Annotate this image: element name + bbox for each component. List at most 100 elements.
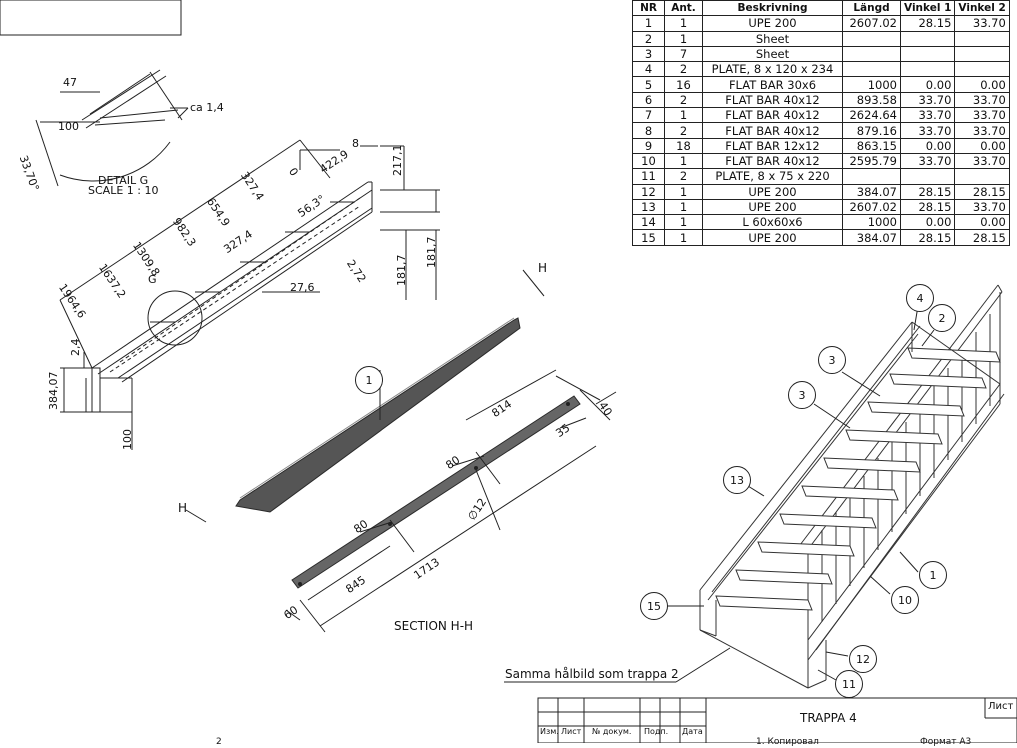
- iso-leader-lines: [504, 305, 935, 683]
- bom-cell-qty: 1: [664, 198, 703, 216]
- footer-copied: 1. Копировал: [756, 737, 819, 747]
- bom-cell-description: UPE 200: [702, 15, 843, 32]
- bom-header-angle1: Vinkel 1: [899, 0, 956, 17]
- iso-balloon-13: 13: [723, 466, 751, 494]
- detail-g-title: DETAIL G: [98, 174, 149, 187]
- bom-cell-qty: 2: [664, 122, 703, 139]
- iso-balloon-12: 12: [849, 645, 877, 673]
- bom-cell-length: 1000: [842, 214, 901, 231]
- bom-cell-angle1: [899, 30, 956, 47]
- bom-cell-nr: 13: [632, 198, 665, 216]
- bom-cell-qty: 1: [664, 229, 703, 246]
- section-dimension-lines: [285, 369, 617, 633]
- iso-balloon-3a: 3: [818, 346, 846, 374]
- bom-cell-angle1: 0.00: [899, 137, 956, 154]
- iso-balloon-15: 15: [640, 592, 668, 620]
- bom-cell-description: Sheet: [702, 45, 843, 63]
- detail-g-dim-100: 100: [58, 120, 79, 133]
- side-dim-1817a: 181,7: [395, 254, 408, 287]
- side-dim-8: 8: [352, 137, 359, 150]
- bom-cell-angle2: 33.70: [954, 122, 1010, 139]
- side-dim-1817b: 181,7: [425, 236, 438, 269]
- bom-cell-angle2: 0.00: [954, 76, 1010, 93]
- bom-cell-angle1: [899, 45, 956, 63]
- section-title: SECTION H-H: [394, 619, 474, 633]
- bom-cell-length: 879.16: [842, 122, 901, 139]
- bom-cell-angle1: [899, 61, 956, 78]
- bom-cell-qty: 1: [664, 30, 703, 47]
- bom-cell-length: 2607.02: [842, 15, 901, 32]
- bom-cell-nr: 9: [632, 137, 665, 154]
- bom-cell-angle2: 0.00: [954, 214, 1010, 231]
- detail-g-view: [35, 69, 189, 187]
- bom-cell-angle2: [954, 30, 1010, 47]
- bom-cell-qty: 2: [664, 91, 703, 109]
- bom-cell-qty: 2: [664, 168, 703, 185]
- bom-cell-description: UPE 200: [702, 229, 843, 246]
- iso-note: Samma hålbild som trappa 2: [505, 667, 679, 681]
- tb-header-doc: № докум.: [592, 727, 632, 736]
- side-elevation-view: [59, 139, 440, 450]
- bom-cell-nr: 10: [632, 152, 665, 170]
- iso-balloon-2: 2: [928, 304, 956, 332]
- bom-cell-description: UPE 200: [702, 183, 843, 200]
- bom-cell-nr: 1: [632, 15, 665, 32]
- section-balloon-1: 1: [355, 366, 383, 394]
- bom-cell-qty: 7: [664, 45, 703, 63]
- side-dim-276: 27,6: [290, 281, 315, 294]
- bom-cell-angle1: 33.70: [899, 152, 956, 170]
- bom-cell-angle2: [954, 61, 1010, 78]
- bom-cell-angle1: 33.70: [899, 91, 956, 109]
- bom-cell-angle1: [899, 168, 956, 185]
- bom-cell-angle1: 28.15: [899, 183, 956, 200]
- bom-cell-angle1: 33.70: [899, 107, 956, 124]
- bom-cell-description: PLATE, 8 x 120 x 234: [702, 61, 843, 78]
- footer-format: Формат A3: [920, 737, 972, 747]
- bom-cell-length: 2624.64: [842, 107, 901, 124]
- bom-cell-angle2: 28.15: [954, 229, 1010, 246]
- bom-cell-nr: 7: [632, 107, 665, 124]
- tb-header-date: Дата: [682, 727, 703, 736]
- detail-g-callout: G: [148, 273, 157, 286]
- side-dim-217: 217,1: [391, 144, 404, 177]
- bom-cell-description: Sheet: [702, 30, 843, 47]
- drawing-title: TRAPPA 4: [800, 711, 857, 725]
- iso-balloon-3b: 3: [788, 381, 816, 409]
- bom-header-description: Beskrivning: [702, 0, 843, 17]
- bom-cell-length: 2607.02: [842, 198, 901, 216]
- isometric-stair-view: [699, 284, 1005, 689]
- bom-cell-qty: 18: [664, 137, 703, 154]
- side-dim-38407: 384,07: [47, 371, 60, 411]
- bom-cell-description: FLAT BAR 40x12: [702, 107, 843, 124]
- bom-cell-angle2: [954, 168, 1010, 185]
- bom-cell-nr: 12: [632, 183, 665, 200]
- bom-cell-angle1: 0.00: [899, 76, 956, 93]
- bom-cell-description: FLAT BAR 12x12: [702, 137, 843, 154]
- iso-balloon-10: 10: [891, 586, 919, 614]
- detail-g-scale: SCALE 1 : 10: [88, 184, 159, 197]
- bom-cell-qty: 1: [664, 183, 703, 200]
- bom-cell-angle1: 33.70: [899, 122, 956, 139]
- bom-cell-description: FLAT BAR 40x12: [702, 152, 843, 170]
- bom-cell-length: [842, 168, 901, 185]
- bom-cell-nr: 8: [632, 122, 665, 139]
- bom-cell-angle2: [954, 45, 1010, 63]
- section-cut-line: [185, 269, 545, 523]
- bom-cell-angle2: 33.70: [954, 198, 1010, 216]
- bom-cell-nr: 14: [632, 214, 665, 231]
- bom-cell-description: PLATE, 8 x 75 x 220: [702, 168, 843, 185]
- bom-cell-angle2: 33.70: [954, 152, 1010, 170]
